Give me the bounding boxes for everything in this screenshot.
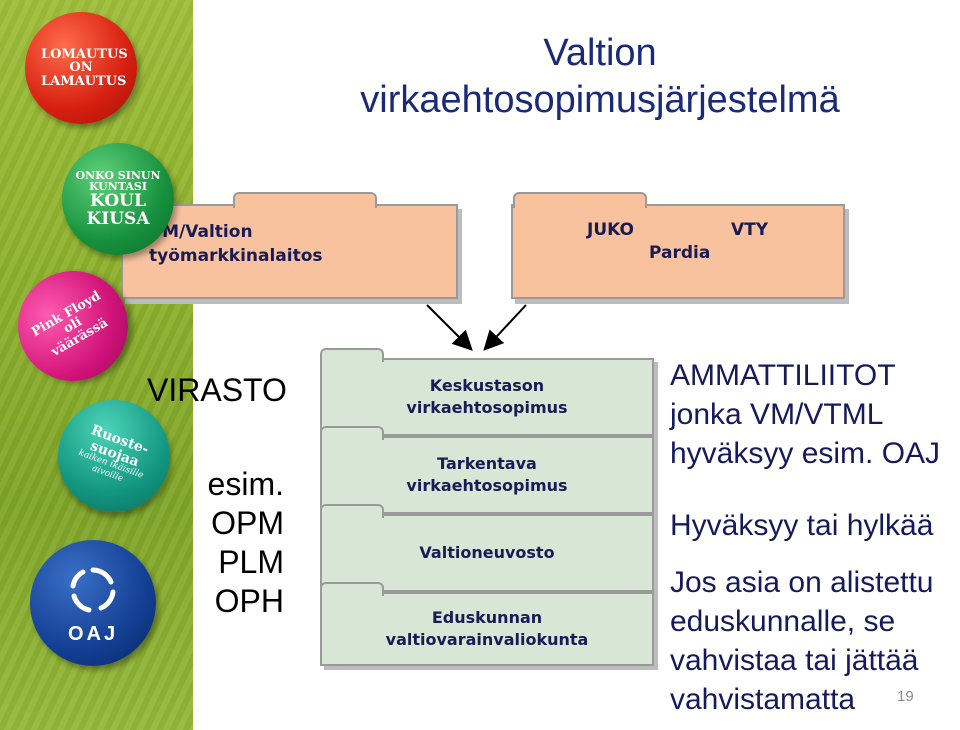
union-juko: JUKO	[587, 220, 634, 240]
arrow-right	[483, 304, 527, 351]
org-opm: OPM	[211, 505, 284, 541]
stack-1-line2: virkaehtosopimus	[406, 398, 568, 417]
right-line: Jos asia on alistettu	[670, 566, 934, 599]
right-line: vahvistaa tai jättää	[670, 644, 919, 677]
right-line: AMMATTILIITOT	[670, 359, 896, 392]
employer-line2: työmarkkinalaitos	[149, 246, 323, 266]
union-pardia: Pardia	[649, 243, 711, 263]
org-esim: esim.	[207, 466, 284, 502]
badge-onko-kuntasi-icon: ONKO SINUN KUNTASI KOUL KIUSA	[62, 143, 174, 255]
stack-4-line1: Eduskunnan	[431, 608, 543, 627]
right-line: hyväksyy esim. OAJ	[670, 437, 941, 470]
org-plm: PLM	[218, 544, 284, 580]
employer-line1: VM/Valtion	[149, 222, 253, 242]
folder-tab	[320, 348, 384, 362]
right-line: vahvistamatta	[670, 683, 856, 716]
folder-tab	[233, 192, 377, 208]
badge-lomautus-icon: LOMAUTUS ON LAMAUTUS	[25, 12, 137, 124]
virasto-label: VIRASTO	[147, 372, 287, 408]
folder-tab	[320, 426, 384, 440]
badge-koulu-text: KOUL KIUSA	[86, 190, 150, 229]
stack-folder-keskustason: Keskustason virkaehtosopimus	[320, 348, 654, 436]
stack-2-line2: virkaehtosopimus	[406, 476, 568, 495]
oaj-swirl-icon	[70, 567, 116, 612]
page-title: Valtion virkaehtosopimusjärjestelmä	[360, 32, 840, 121]
badge-oaj-logo-icon: OAJ	[30, 540, 156, 666]
folder-employer: VM/Valtion työmarkkinalaitos	[121, 192, 458, 299]
folder-unions: JUKO VTY Pardia	[511, 192, 845, 299]
folder-tab	[320, 504, 384, 518]
alistettu-text: Jos asia on alistettu eduskunnalle, se v…	[670, 563, 933, 719]
stack-folder-valtioneuvosto: Valtioneuvosto	[320, 504, 654, 592]
stack-1-line1: Keskustason	[429, 376, 545, 395]
stack-folder-tarkentava: Tarkentava virkaehtosopimus	[320, 426, 654, 514]
hyvaksyy-text: Hyväksyy tai hylkää	[670, 509, 934, 542]
stack-folder-eduskunnan: Eduskunnan valtiovarainvaliokunta	[320, 582, 654, 666]
folder-tab	[513, 192, 647, 208]
org-oph: OPH	[214, 583, 284, 619]
badge-oaj-text: OAJ	[67, 622, 119, 645]
stack-3-line1: Valtioneuvosto	[419, 543, 555, 562]
right-line: eduskunnalle, se	[670, 605, 896, 638]
page-number: 19	[897, 688, 914, 705]
right-line: jonka VM/VTML	[670, 398, 884, 431]
ammattiliitot-text: AMMATTILIITOT jonka VM/VTML hyväksyy esi…	[670, 356, 940, 473]
stack-4-line2: valtiovarainvaliokunta	[385, 630, 589, 649]
arrow-left	[426, 304, 473, 351]
folder-tab	[320, 582, 384, 596]
badge-onko-text: ONKO SINUN KUNTASI	[75, 168, 161, 194]
union-vty: VTY	[731, 220, 769, 240]
employer-label: VM/Valtion työmarkkinalaitos	[149, 220, 323, 268]
badge-pink-floyd-text: Pink Floyd oli väärässä	[28, 288, 111, 360]
stack-2-line1: Tarkentava	[437, 454, 537, 473]
org-examples: esim. OPM PLM OPH	[200, 465, 284, 621]
badge-lomautus-text: LOMAUTUS ON LAMAUTUS	[41, 46, 128, 89]
